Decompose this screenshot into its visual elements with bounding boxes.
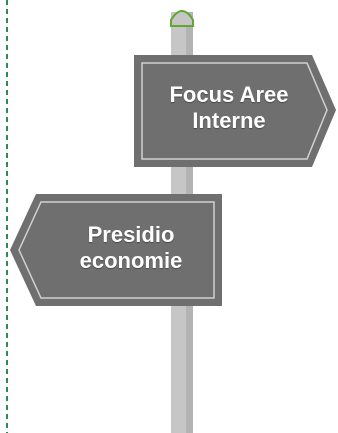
sign-right-label: Focus Aree Interne (136, 82, 322, 134)
dashed-divider-line (6, 0, 8, 433)
signpost-pole-top (170, 10, 194, 27)
sign-left-line2: economie (79, 248, 183, 273)
sign-right-line1: Focus Aree (169, 82, 289, 107)
sign-left-label: Presidio economie (44, 222, 218, 274)
sign-right (134, 55, 336, 167)
sign-right-line2: Interne (192, 108, 266, 133)
sign-left (10, 194, 222, 306)
sign-left-line1: Presidio (87, 222, 175, 247)
